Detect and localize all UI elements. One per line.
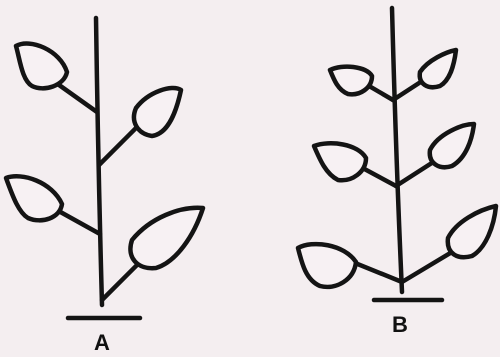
plant-a-leaf-upper-right bbox=[134, 88, 181, 136]
plant-b-leaf-bottom-right bbox=[448, 206, 496, 257]
plant-a-label: A bbox=[94, 330, 110, 355]
plant-b-leaf-middle-right bbox=[430, 124, 474, 167]
plant-b-leaf-bottom-left bbox=[298, 244, 356, 287]
plant-a-leaf-lower-right bbox=[130, 208, 203, 268]
plant-b-leaf-middle-left bbox=[314, 143, 366, 180]
plant-b-stem bbox=[392, 8, 402, 292]
plant-b-leaf-top-right bbox=[420, 50, 456, 87]
plant-b bbox=[298, 8, 496, 300]
plant-a-leaf-upper-left bbox=[16, 44, 67, 89]
plant-b-label: B bbox=[392, 312, 408, 337]
plant-b-leaf-top-left bbox=[330, 67, 372, 95]
plant-a-leaf-lower-left bbox=[6, 176, 62, 220]
plant-a bbox=[6, 18, 203, 318]
